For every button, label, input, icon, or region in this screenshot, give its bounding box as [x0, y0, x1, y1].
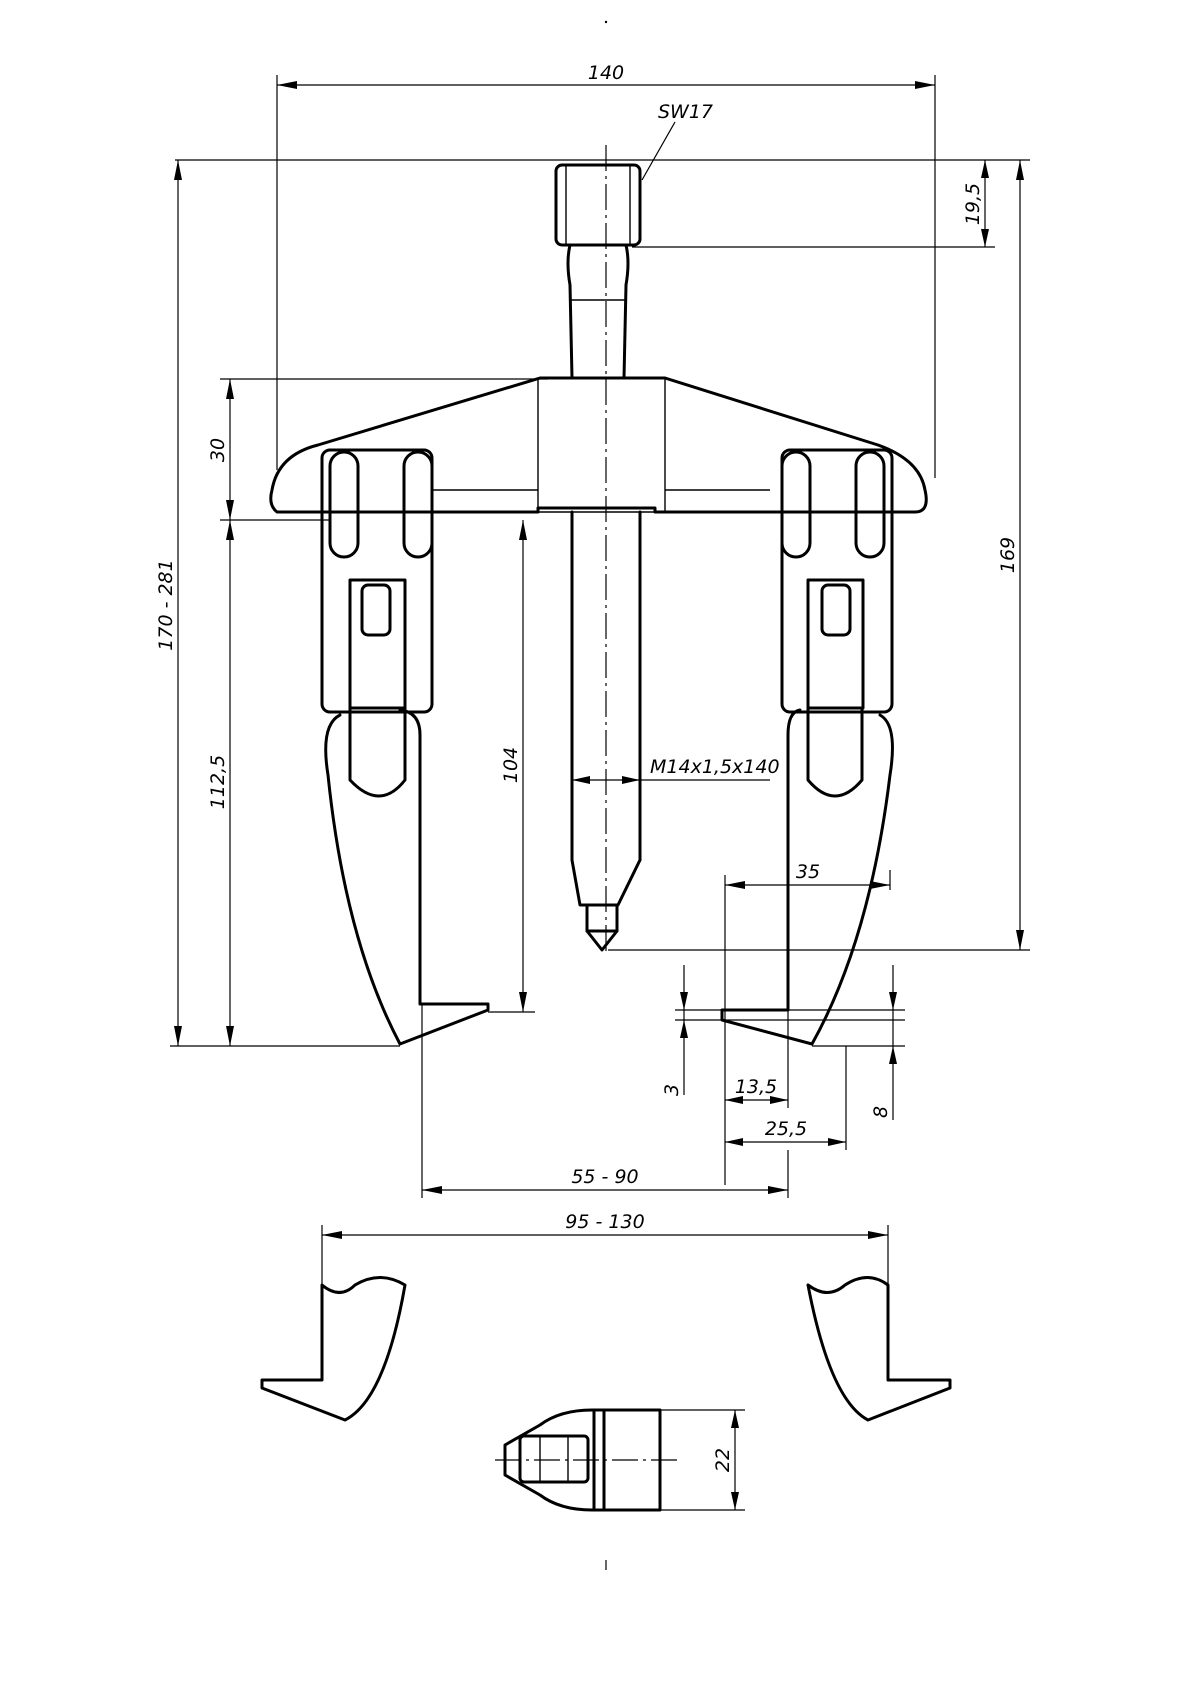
- yoke: [269, 376, 928, 514]
- jaw-offset-label: 35: [796, 861, 820, 883]
- dim-yoke-thickness: 30: [207, 378, 548, 521]
- lip-height-label: 8: [870, 1106, 892, 1118]
- jaw-tip-section-view: [495, 1408, 680, 1512]
- dim-overall-height: 169: [608, 160, 1030, 951]
- dim-jaw-width: 22: [660, 1409, 745, 1511]
- dim-lip-gap: 3: [661, 965, 905, 1096]
- dim-jaw-length: 112,5: [207, 520, 234, 1046]
- dim-outer-span: 95 - 130: [321, 1211, 889, 1290]
- dim-thread: M14x1,5x140: [572, 756, 780, 784]
- dim-inner-span: 55 - 90: [421, 1004, 789, 1198]
- jaw-length-label: 112,5: [207, 755, 229, 809]
- overall-width-label: 140: [588, 62, 624, 84]
- page-dot-top: [604, 20, 608, 24]
- right-jaw: [720, 448, 894, 1046]
- spindle-reach-label: 104: [500, 747, 522, 783]
- outer-span-label: 95 - 130: [565, 1211, 644, 1233]
- hex-size-label: SW17: [658, 101, 713, 123]
- jaw-reversed-views: [260, 1276, 952, 1422]
- hex-height-label: 19,5: [962, 183, 984, 225]
- dim-lip-depth: 13,5: [725, 1010, 789, 1108]
- inner-span-label: 55 - 90: [571, 1166, 638, 1188]
- dim-spindle-reach: 104: [488, 520, 535, 1013]
- dim-range-height: 170 - 281: [155, 160, 400, 1047]
- dim-lip-height: 8: [812, 965, 905, 1120]
- lip-depth-label: 13,5: [735, 1076, 777, 1098]
- jaw-width-label: 22: [712, 1448, 734, 1472]
- left-jaw: [320, 448, 490, 1046]
- thread-label: M14x1,5x140: [650, 756, 780, 778]
- yoke-thickness-label: 30: [207, 438, 229, 462]
- dim-hex-size: SW17: [641, 101, 713, 181]
- range-height-label: 170 - 281: [155, 559, 177, 650]
- lip-gap-label: 3: [661, 1084, 683, 1096]
- lip-length-label: 25,5: [765, 1118, 807, 1140]
- dim-hex-height: 19,5: [175, 159, 1030, 248]
- dim-jaw-offset: 35: [724, 861, 891, 1185]
- overall-height-label: 169: [997, 537, 1019, 573]
- dim-overall-width: 140: [276, 62, 936, 478]
- spindle: [554, 163, 642, 952]
- dim-lip-length: 25,5: [725, 1046, 847, 1150]
